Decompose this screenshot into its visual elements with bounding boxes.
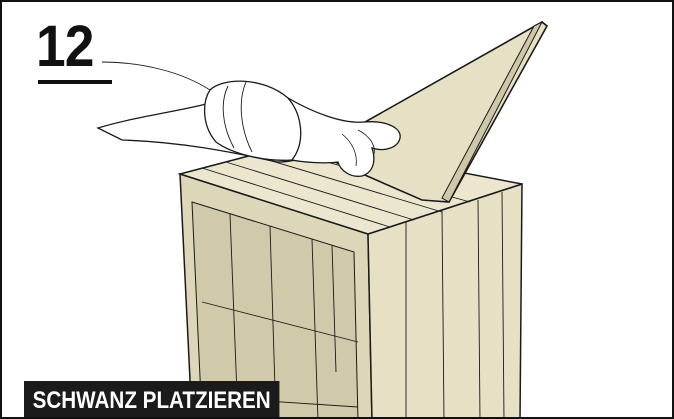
step-number-underline bbox=[38, 80, 112, 84]
step-caption: SCHWANZ PLATZIEREN bbox=[24, 381, 279, 419]
step-number: 12 bbox=[36, 16, 94, 78]
